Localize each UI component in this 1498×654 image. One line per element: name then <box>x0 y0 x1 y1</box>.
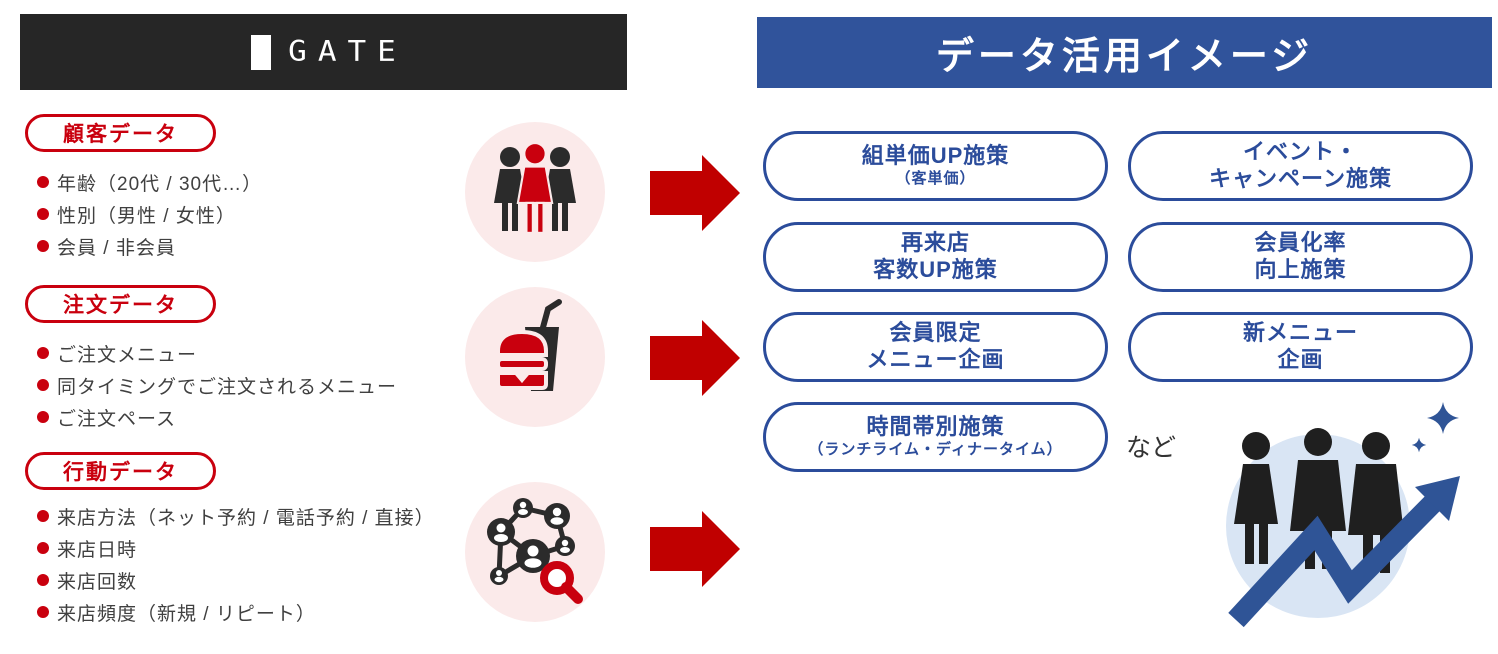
pill-label: 再来店 <box>900 230 970 256</box>
list-item: 同タイミングでご注文されるメニュー <box>37 369 397 401</box>
pill-label: 会員限定 <box>889 320 982 346</box>
bullet-text: 来店方法（ネット予約 / 電話予約 / 直接） <box>57 507 435 529</box>
people-group-icon-svg <box>494 141 576 234</box>
measure-pill-revisit: 再来店 客数UP施策 <box>763 222 1108 292</box>
section-title-text: 注文データ <box>63 294 178 317</box>
list-item: 会員 / 非会員 <box>37 230 262 262</box>
brand-logo-text: GATE <box>288 34 407 69</box>
network-search-icon <box>465 482 605 622</box>
measure-pill-membership-rate: 会員化率 向上施策 <box>1128 222 1473 292</box>
list-item: 年齢（20代 / 30代…） <box>37 166 262 198</box>
data-usage-header: データ活用イメージ <box>757 17 1492 88</box>
pill-label: 会員化率 <box>1254 230 1347 256</box>
etc-label: など <box>1126 434 1177 462</box>
pill-sublabel: （客単価） <box>895 170 976 188</box>
section-title-text: 顧客データ <box>63 123 178 146</box>
order-data-list: ご注文メニュー 同タイミングでご注文されるメニュー ご注文ペース <box>37 337 397 433</box>
bullet-text: 来店日時 <box>57 539 138 561</box>
bullet-text: 会員 / 非会員 <box>57 237 176 259</box>
growth-people-arrow-illustration <box>1226 402 1460 628</box>
section-title-order-data: 注文データ <box>25 285 216 323</box>
arrow-right-icon <box>650 511 740 587</box>
list-item: ご注文ペース <box>37 401 397 433</box>
gate-logo-icon <box>251 34 272 70</box>
bullet-icon <box>37 606 49 618</box>
bullet-icon <box>37 208 49 220</box>
pill-label: イベント・ <box>1242 139 1358 165</box>
bullet-text: 同タイミングでご注文されるメニュー <box>57 376 398 398</box>
list-item: 来店日時 <box>37 532 435 564</box>
list-item: 来店方法（ネット予約 / 電話予約 / 直接） <box>37 500 435 532</box>
measure-pill-event-campaign: イベント・ キャンペーン施策 <box>1128 131 1473 201</box>
bullet-icon <box>37 379 49 391</box>
section-title-text: 行動データ <box>63 461 178 484</box>
bullet-icon <box>37 347 49 359</box>
pill-label: メニュー企画 <box>866 347 1005 372</box>
bullet-icon <box>37 176 49 188</box>
bullet-text: 年齢（20代 / 30代…） <box>57 173 263 195</box>
network-search-icon-svg <box>487 498 583 604</box>
pill-label: 組単価UP施策 <box>861 143 1010 169</box>
list-item: 来店頻度（新規 / リピート） <box>37 596 435 628</box>
people-group-icon <box>465 122 605 262</box>
bullet-text: 来店回数 <box>57 571 138 593</box>
pill-label: 時間帯別施策 <box>866 414 1005 440</box>
pill-label: 向上施策 <box>1254 257 1347 282</box>
fast-food-icon-svg <box>496 299 562 391</box>
measure-pill-new-menu: 新メニュー 企画 <box>1128 312 1473 382</box>
fast-food-icon <box>465 287 605 427</box>
pill-label: 客数UP施策 <box>873 257 998 282</box>
bullet-icon <box>37 542 49 554</box>
measure-pill-member-menu: 会員限定 メニュー企画 <box>763 312 1108 382</box>
measure-pill-group-price: 組単価UP施策 （客単価） <box>763 131 1108 201</box>
section-title-customer-data: 顧客データ <box>25 114 216 152</box>
bullet-icon <box>37 240 49 252</box>
pill-label: キャンペーン施策 <box>1209 166 1392 191</box>
brand-header: GATE <box>20 14 627 90</box>
arrow-right-icon <box>650 320 740 396</box>
pill-label: 新メニュー <box>1242 320 1358 346</box>
bullet-icon <box>37 510 49 522</box>
bullet-icon <box>37 411 49 423</box>
behavior-data-list: 来店方法（ネット予約 / 電話予約 / 直接） 来店日時 来店回数 来店頻度（新… <box>37 500 435 628</box>
section-title-behavior-data: 行動データ <box>25 452 216 490</box>
data-usage-title: データ活用イメージ <box>935 36 1314 78</box>
pill-label: 企画 <box>1277 347 1324 372</box>
customer-data-list: 年齢（20代 / 30代…） 性別（男性 / 女性） 会員 / 非会員 <box>37 166 262 262</box>
bullet-text: ご注文メニュー <box>57 344 198 366</box>
bullet-icon <box>37 574 49 586</box>
list-item: ご注文メニュー <box>37 337 397 369</box>
bullet-text: ご注文ペース <box>57 408 177 430</box>
arrow-right-icon <box>650 155 740 231</box>
bullet-text: 来店頻度（新規 / リピート） <box>57 603 316 625</box>
measure-pill-time-slot: 時間帯別施策 （ランチライム・ディナータイム） <box>763 402 1108 472</box>
list-item: 性別（男性 / 女性） <box>37 198 262 230</box>
bullet-text: 性別（男性 / 女性） <box>57 205 236 227</box>
pill-sublabel: （ランチライム・ディナータイム） <box>808 441 1063 459</box>
list-item: 来店回数 <box>37 564 435 596</box>
